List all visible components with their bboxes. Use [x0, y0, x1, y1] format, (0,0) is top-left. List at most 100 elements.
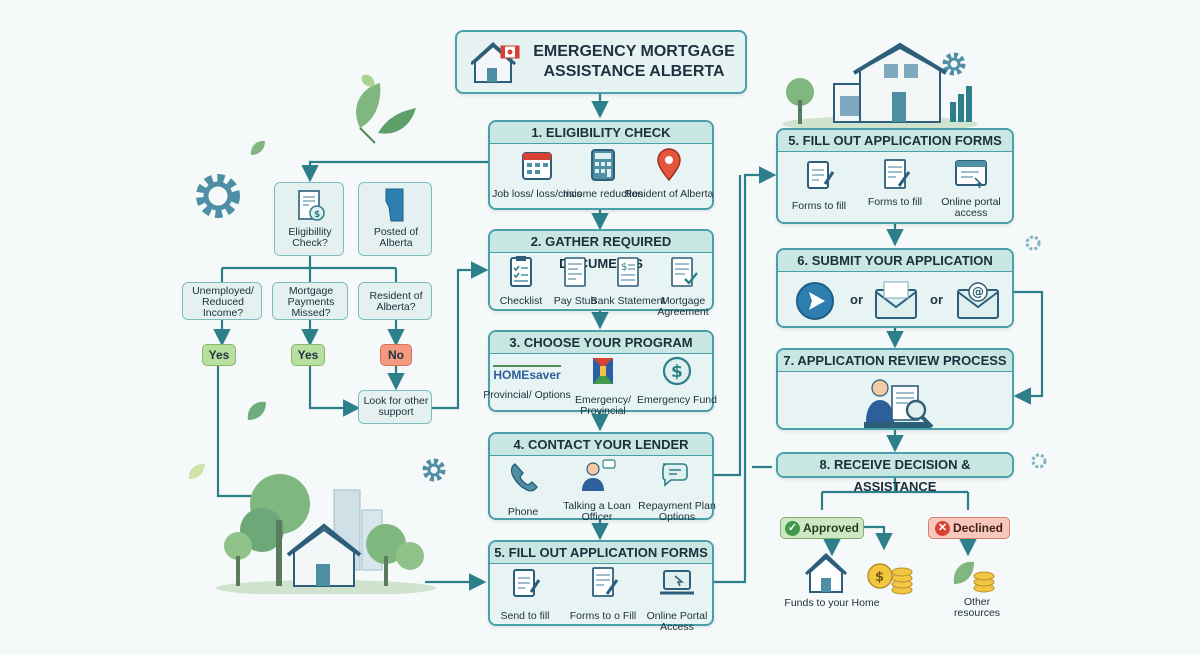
step-3-item-emergency-provincial: Emergency/ Provincial — [558, 354, 648, 417]
step-1-item-job-loss: Job loss/ loss/crisis — [492, 148, 582, 200]
eligibility-check-box: $ Eligibillity Check? — [274, 182, 344, 256]
posted-alberta-box: Posted of Alberta — [358, 182, 432, 256]
svg-text:$: $ — [671, 362, 683, 382]
question-box-unemployed: Unemployed/ Reduced Income? — [182, 282, 262, 320]
question-label: Mortgage Payments Missed? — [287, 285, 335, 319]
calculator-icon — [591, 149, 615, 181]
title-line-2: ASSISTANCE ALBERTA — [543, 63, 725, 80]
step-1-item-resident: Resident of Alberta — [624, 148, 714, 200]
phone-icon — [510, 463, 538, 492]
title-line-1: EMERGENCY MORTGAGE — [533, 43, 735, 60]
step-3-item-provincial: HOMEsaver Provincial/ Options — [482, 358, 572, 401]
step-5-heading: 5. FILL OUT APPLICATION FORMS — [490, 542, 712, 564]
question-box-resident: Resident of Alberta? — [358, 282, 432, 320]
calendar-icon — [522, 152, 552, 180]
mail-envelope-icon — [875, 281, 917, 319]
right-step-5-item-label: Online portal access — [941, 196, 1001, 219]
answer-yes-badge: Yes — [202, 344, 236, 366]
right-step-5-heading: 5. FILL OUT APPLICATION FORMS — [778, 130, 1012, 152]
gear-icon — [422, 458, 446, 482]
right-step-5-item-portal: Online portal access — [926, 158, 1016, 219]
step-5-item-send: Send to fill — [480, 566, 570, 622]
svg-text:$: $ — [621, 262, 627, 273]
approved-outcome-label: Funds to your Home — [784, 597, 880, 609]
approved-label: Approved — [802, 521, 859, 535]
approved-badge: ✓Approved — [780, 517, 864, 539]
bank-statement-icon: $ — [617, 257, 639, 287]
gear-icon — [196, 174, 240, 218]
other-support-label: Look for other support — [363, 395, 429, 418]
checklist-icon — [510, 256, 532, 287]
right-step-7-heading: 7. APPLICATION REVIEW PROCESS — [778, 350, 1012, 372]
step-2-panel: 2. GATHER REQUIRED DOCUMENTS Checklist P… — [488, 229, 714, 318]
step-1-item-income: Income reduction — [558, 148, 648, 200]
or-label: or — [930, 292, 943, 307]
step-3-item-label: Provincial/ Options — [483, 389, 571, 401]
reviewer-magnifier-icon — [864, 379, 934, 429]
checkmark-icon: ✓ — [784, 521, 800, 537]
step-5-item-label: Online Portal Access — [646, 610, 708, 633]
document-dollar-icon: $ — [298, 190, 325, 221]
step-4-item-label: Repayment Plan Options — [638, 500, 716, 523]
step-1-item-label: Income reduction — [562, 188, 644, 200]
step-4-item-phone: Phone — [478, 460, 568, 518]
right-step-8-panel: 8. RECEIVE DECISION & ASSISTANCE — [776, 452, 1014, 494]
right-step-6-heading: 6. SUBMIT YOUR APPLICATION — [778, 250, 1012, 272]
step-4-item-loan-officer: Talking a Loan Officer — [552, 458, 642, 523]
pay-stub-icon — [564, 257, 586, 287]
right-step-6-panel: 6. SUBMIT YOUR APPLICATION or or @ — [776, 248, 1014, 328]
declined-outcome-label: Other resources — [953, 596, 1001, 619]
svg-text:$: $ — [875, 570, 884, 585]
step-4-panel: 4. CONTACT YOUR LENDER Phone Talking a L… — [488, 432, 716, 523]
leaf-icon — [188, 463, 205, 479]
right-step-5-item-label: Forms to fill — [791, 200, 847, 212]
step-3-heading: 3. CHOOSE YOUR PROGRAM — [490, 332, 712, 354]
step-1-item-label: Resident of Alberta — [624, 188, 714, 200]
step-1-heading: 1. ELIGIBILITY CHECK — [490, 122, 712, 144]
x-icon: ✕ — [934, 521, 950, 537]
resources-coins-icon — [953, 561, 995, 593]
provincial-flag-icon — [593, 358, 613, 384]
step-3-item-emergency-fund: $ Emergency Fund — [632, 354, 722, 406]
homesaver-logo: HOMEsaver — [493, 364, 561, 382]
house-icon — [471, 41, 520, 83]
step-2-item-paystub: Pay Stub — [530, 255, 620, 307]
laptop-icon — [660, 570, 694, 595]
house-illustration — [782, 42, 978, 128]
send-arrow-icon — [796, 282, 834, 320]
declined-badge: ✕Declined — [928, 517, 1010, 539]
step-5-item-forms: Forms to o Fill — [558, 566, 648, 622]
step-5-panel: 5. FILL OUT APPLICATION FORMS Send to fi… — [488, 540, 714, 633]
mortgage-agreement-icon — [671, 257, 698, 287]
right-step-5-panel: 5. FILL OUT APPLICATION FORMS Forms to f… — [776, 128, 1014, 224]
step-1-item-label: Job loss/ loss/crisis — [492, 188, 582, 200]
leaf-icon — [356, 74, 416, 144]
gear-icon — [1031, 453, 1047, 469]
or-label: or — [850, 292, 863, 307]
question-box-mortgage: Mortgage Payments Missed? — [272, 282, 348, 320]
step-1-panel: 1. ELIGIBILITY CHECK Job loss/ loss/cris… — [488, 120, 714, 210]
title-box: EMERGENCY MORTGAGE ASSISTANCE ALBERTA — [455, 30, 747, 94]
svg-text:@: @ — [972, 285, 984, 299]
posted-alberta-label: Posted of Alberta — [373, 226, 419, 249]
step-4-item-label: Phone — [507, 506, 539, 518]
step-4-heading: 4. CONTACT YOUR LENDER — [490, 434, 712, 456]
right-step-5-item-forms: Forms to fill — [774, 158, 864, 212]
loan-officer-icon — [582, 459, 616, 491]
answer-yes-badge: Yes — [291, 344, 325, 366]
step-3-item-label: Emergency Fund — [637, 394, 717, 406]
clipboard-pen-icon — [513, 569, 541, 597]
form-pen-icon — [884, 159, 911, 189]
leaf-icon — [247, 401, 266, 420]
step-2-item-label: Pay Stub — [553, 295, 597, 307]
step-3-panel: 3. CHOOSE YOUR PROGRAM HOMEsaver Provinc… — [483, 330, 717, 417]
email-at-icon: @ — [957, 282, 999, 319]
step-4-item-repayment: Repayment Plan Options — [632, 458, 722, 523]
right-step-5-item-label: Forms to fill — [867, 196, 923, 208]
village-illustration — [216, 474, 436, 594]
house-coins-icon: $ — [804, 552, 913, 595]
step-2-item-label: Mortgage Agreement — [657, 295, 709, 318]
gear-icon — [942, 52, 966, 76]
form-pen-icon — [592, 567, 619, 597]
step-2-heading: 2. GATHER REQUIRED DOCUMENTS — [490, 231, 712, 271]
